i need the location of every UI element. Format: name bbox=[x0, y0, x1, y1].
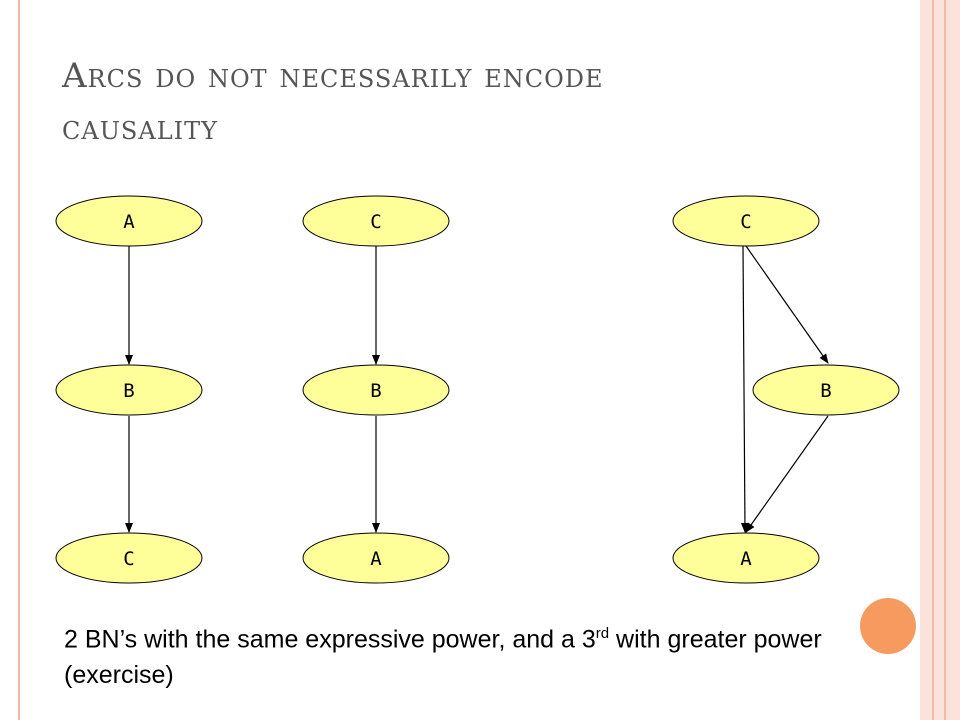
node-n3-c-label: C bbox=[740, 211, 751, 233]
arc-n3-c-a bbox=[740, 245, 749, 533]
node-n3-b bbox=[752, 364, 900, 416]
node-n2-b bbox=[302, 364, 450, 416]
caption-text-1: 2 BN’s with the same expressive power, a… bbox=[64, 625, 596, 654]
node-n3-a-label: A bbox=[740, 548, 752, 570]
bayes-network-diagram: A B C C B A C B A bbox=[55, 195, 900, 584]
left-border-rule bbox=[18, 0, 20, 720]
node-n2-a bbox=[302, 532, 450, 584]
node-n3-c bbox=[672, 195, 820, 247]
right-border-band bbox=[920, 0, 932, 720]
node-n2-c-label: C bbox=[370, 211, 381, 233]
slide-caption: 2 BN’s with the same expressive power, a… bbox=[64, 616, 844, 693]
node-n2-c bbox=[302, 195, 450, 247]
node-n1-c-label: C bbox=[123, 548, 134, 570]
caption-ordinal-suffix: rd bbox=[595, 625, 610, 642]
right-border-band bbox=[934, 0, 944, 720]
right-border-line bbox=[932, 0, 934, 720]
node-n2-a-label: A bbox=[370, 548, 382, 570]
node-n3-b-label: B bbox=[820, 380, 831, 402]
right-border-band bbox=[946, 0, 960, 720]
node-n1-b-label: B bbox=[123, 380, 134, 402]
title-line-1: Arcs do not necessarily encode bbox=[62, 56, 604, 96]
node-n2-b-label: B bbox=[370, 380, 381, 402]
slide-title: Arcs do not necessarily encode causality bbox=[62, 50, 822, 154]
right-border-line bbox=[944, 0, 946, 720]
accent-dot bbox=[860, 598, 916, 654]
caption-text-2: with greater power (exercise) bbox=[64, 625, 822, 690]
arc-n3-b-a bbox=[745, 415, 829, 533]
node-n1-b bbox=[55, 364, 203, 416]
node-n1-c bbox=[55, 532, 203, 584]
node-n1-a-label: A bbox=[123, 211, 135, 233]
node-n1-a bbox=[55, 195, 203, 247]
title-line-2: causality bbox=[62, 108, 218, 148]
arc-n3-c-b bbox=[745, 245, 829, 364]
node-n3-a bbox=[672, 532, 820, 584]
